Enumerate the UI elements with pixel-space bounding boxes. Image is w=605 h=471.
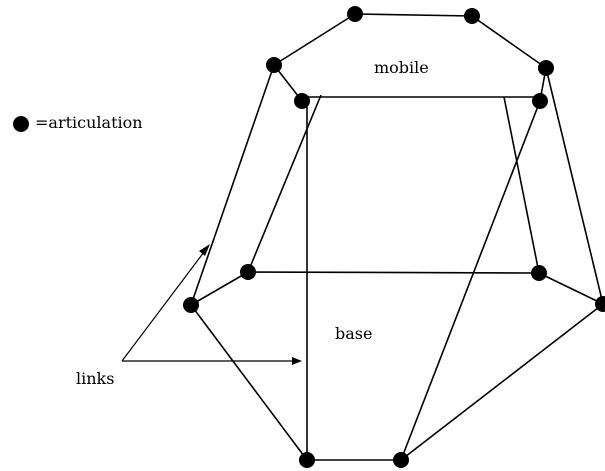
arrowhead-icon [199,244,210,256]
legend-articulation-icon [13,116,29,132]
articulation-node [393,452,409,468]
mobile-edge [354,13,473,17]
base-platform [190,271,604,461]
articulation-node [266,57,282,73]
link-edge [545,67,604,305]
articulation-node [531,265,547,281]
links-annotation: links [76,244,302,388]
articulation-node [299,452,315,468]
legend-label: =articulation [35,113,143,132]
legend: =articulation [13,113,143,132]
articulation-node [294,93,310,109]
articulation-node [240,264,256,280]
articulation-node [347,6,363,22]
links-label: links [76,369,114,388]
link-edge [503,96,540,274]
articulation-node [464,8,480,24]
articulation-node [183,297,199,313]
mobile-edge [273,13,356,66]
arrow-line [121,247,208,362]
base-edge [400,303,604,461]
links-group [190,64,604,461]
base-label: base [335,324,372,343]
base-edge [538,272,604,305]
articulations [183,6,605,468]
base-edge [247,271,540,274]
arrowhead-icon [292,357,302,365]
link-edge [247,94,322,273]
articulation-node [532,93,548,109]
mobile-edge [471,15,547,69]
base-edge [190,271,249,306]
link-edge [190,64,275,306]
base-edge [190,304,308,461]
articulation-node [595,296,605,312]
articulation-node [538,60,554,76]
mobile-label: mobile [374,58,429,77]
